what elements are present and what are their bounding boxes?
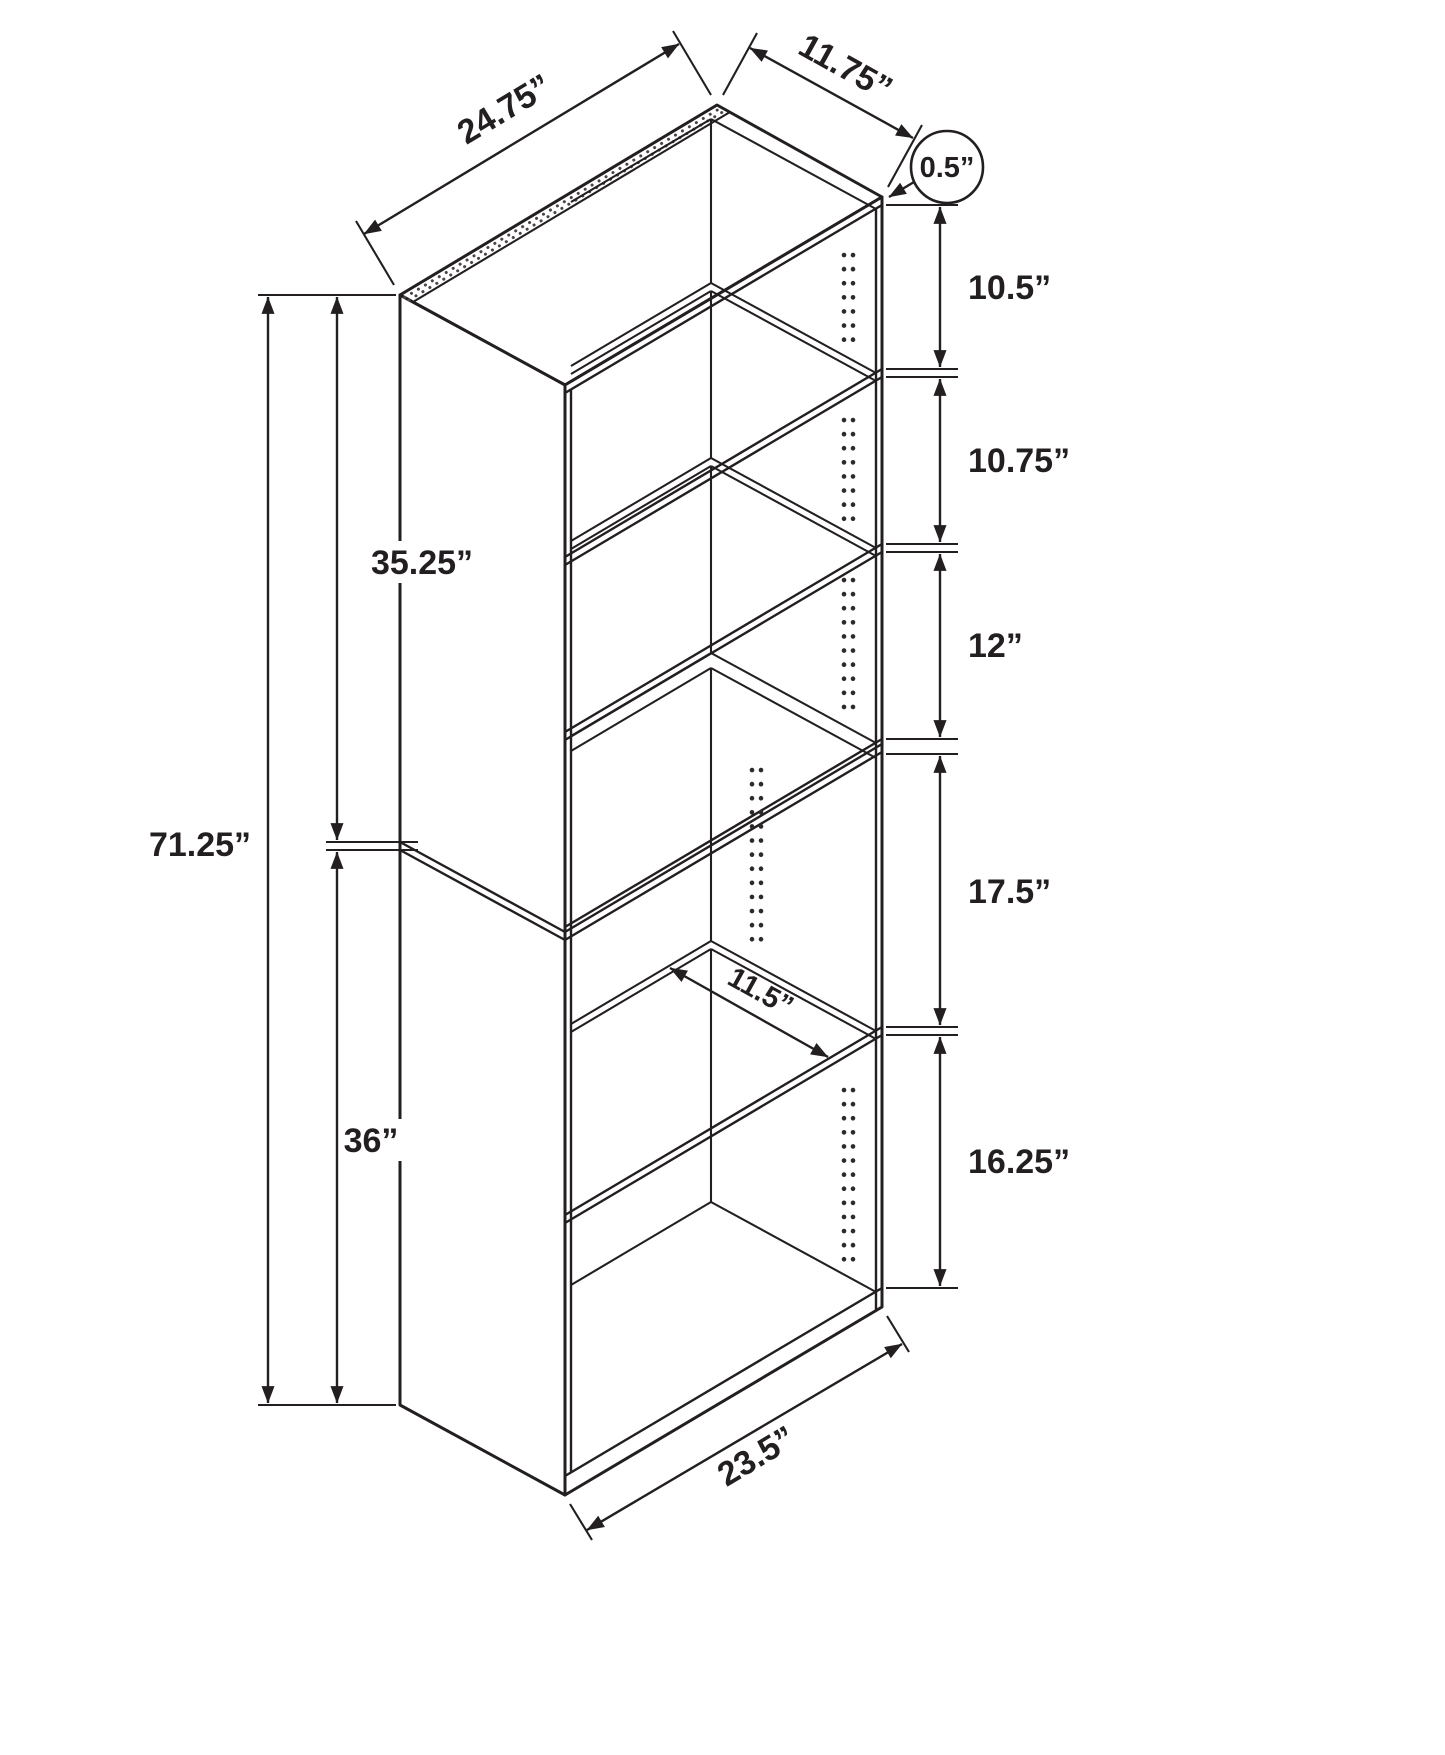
dimension-panel-thickness: 0.5” — [888, 129, 985, 205]
dimension-label-opening-3: 12” — [968, 627, 1023, 665]
dimension-label-lower-height: 36” — [344, 1122, 399, 1160]
left-panel-unit-seam — [399, 840, 566, 942]
dimension-label-top-depth: 11.75” — [792, 26, 898, 108]
label-background-upper-height — [362, 541, 482, 583]
dimension-right-chain: 10.5” 10.75” 12” 17.5” 16.25” — [886, 203, 1070, 1290]
dimension-total-height: 71.25” — [149, 293, 396, 1407]
extension-ticks-right-chain — [886, 203, 958, 1290]
extension-ticks-total-height — [258, 293, 396, 1407]
bookcase — [398, 103, 884, 1497]
inner-front-edges — [569, 209, 878, 1472]
leader-line-panel-thickness — [888, 180, 915, 199]
dimension-label-opening-4: 17.5” — [968, 873, 1051, 911]
extension-ticks-top-width — [355, 30, 712, 286]
dimension-label-opening-1: 10.5” — [968, 269, 1051, 307]
dimension-label-total-height: 71.25” — [149, 826, 251, 864]
callout-circle-panel-thickness — [909, 129, 985, 205]
dimension-line-top-width — [363, 42, 680, 236]
dimension-line-base-width — [586, 1342, 903, 1532]
dimension-label-opening-5: 16.25” — [968, 1143, 1070, 1181]
interior-seams — [570, 118, 877, 1293]
dimension-label-upper-height: 35.25” — [371, 544, 473, 582]
dimension-upper-height: 35.25” — [326, 296, 482, 852]
dimension-line-top-depth — [749, 46, 914, 140]
extension-ticks-unit-split — [326, 840, 418, 852]
shelf-front-edges — [564, 367, 883, 1478]
dimension-line-shelf-depth — [669, 966, 829, 1059]
dimension-label-top-width: 24.75” — [451, 67, 558, 152]
extension-ticks-top-depth — [722, 32, 923, 188]
dimension-label-panel-thickness: 0.5” — [920, 152, 975, 184]
dimension-lower-height: 36” — [330, 851, 404, 1404]
label-background-lower-height — [340, 1119, 404, 1161]
extension-ticks-base-width — [569, 1315, 910, 1541]
dimensions: 71.25” 35.25” 36” 10.5” 10.75” 12” 17.5 — [149, 26, 1070, 1541]
dimension-label-opening-2: 10.75” — [968, 442, 1070, 480]
